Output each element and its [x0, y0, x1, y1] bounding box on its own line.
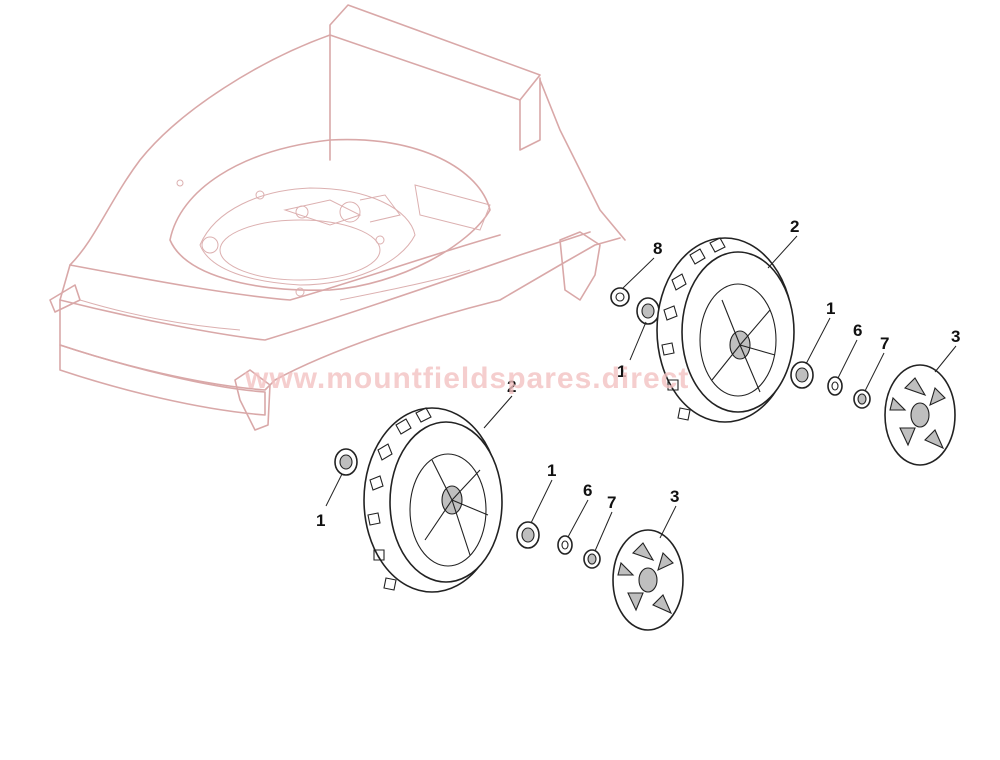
callout-wheel-upper: 2 — [790, 217, 799, 236]
washer-6-lower — [557, 535, 573, 555]
callout-washer-6-upper: 6 — [853, 321, 862, 340]
hub-cap-upper — [884, 364, 956, 466]
bearing-nut-upper-left — [636, 297, 660, 325]
callout-labels: 8 2 1 1 6 7 3 2 1 1 6 7 3 — [316, 217, 960, 530]
watermark-text: www.mountfieldspares.direct — [244, 362, 689, 395]
bearing-nut-upper — [790, 361, 814, 389]
mower-deck — [49, 4, 626, 431]
callout-washer-6-lower: 6 — [583, 481, 592, 500]
washer-6-upper — [827, 376, 843, 396]
wheel-lower — [363, 407, 503, 593]
callout-cap-lower: 3 — [670, 487, 679, 506]
callout-wheel-lower: 2 — [507, 377, 516, 396]
callout-nut-lower: 1 — [547, 461, 556, 480]
bush-7-lower — [583, 549, 601, 569]
callout-nut-upper: 1 — [826, 299, 835, 318]
callout-washer-8-upper: 8 — [653, 239, 662, 258]
bearing-nut-lower — [516, 521, 540, 549]
leader-lines — [325, 235, 957, 552]
callout-bush-7-lower: 7 — [607, 493, 616, 512]
callout-nut-upper-left: 1 — [617, 362, 626, 381]
hub-cap-lower — [612, 529, 684, 631]
callout-cap-upper: 3 — [951, 327, 960, 346]
bush-7-upper — [853, 389, 871, 409]
bearing-nut-lower-left — [334, 448, 358, 476]
callout-nut-lower-left: 1 — [316, 511, 325, 530]
wheel-upper — [656, 237, 795, 423]
washer-8-upper — [610, 287, 630, 307]
callout-bush-7-upper: 7 — [880, 334, 889, 353]
